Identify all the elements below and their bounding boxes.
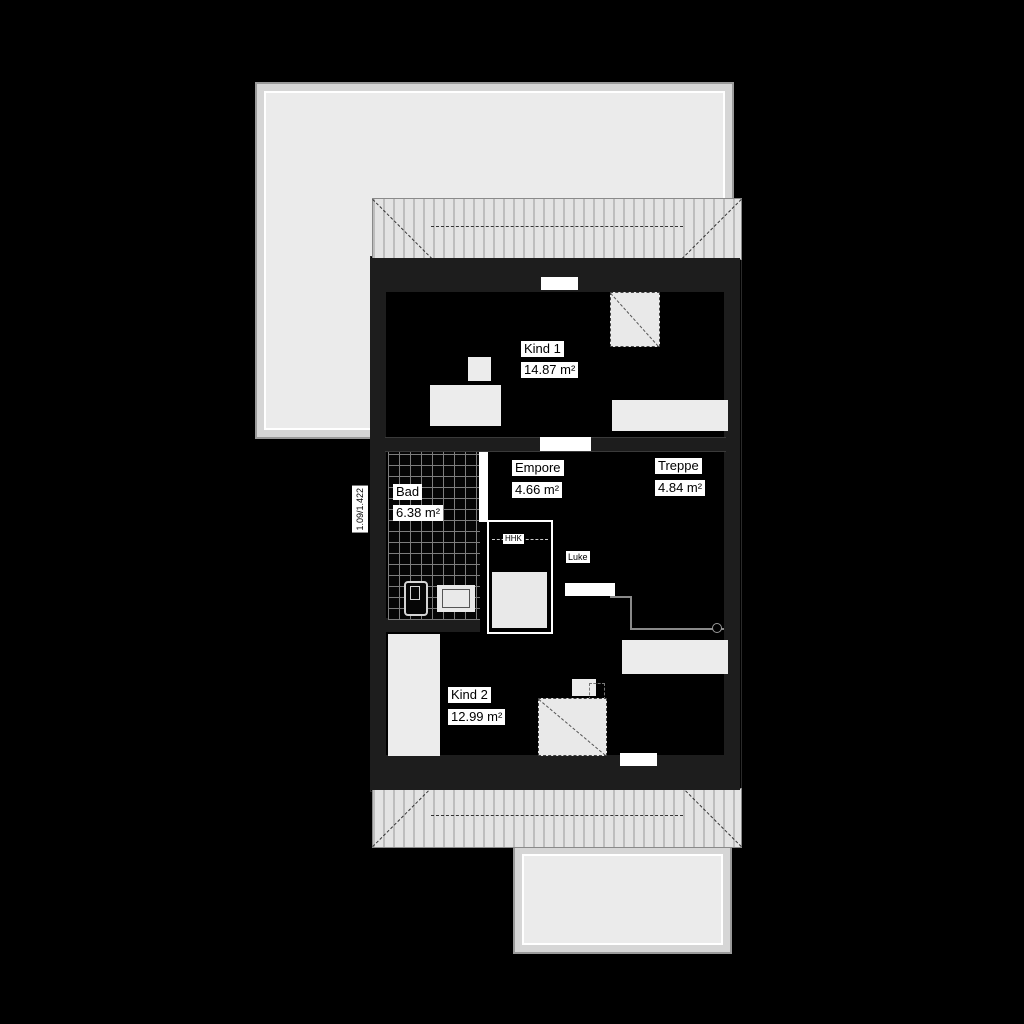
- wardrobe-kind1: [612, 400, 728, 431]
- ridge-dash-line-bottom: [431, 815, 683, 817]
- wall-bottom: [370, 755, 740, 790]
- hip-line-bottom-left: [372, 786, 433, 847]
- hip-line-top-left: [372, 199, 433, 260]
- stair-core: HHK: [487, 520, 553, 634]
- wall-bad-bottom: [385, 618, 480, 632]
- bed-kind1-diagonal: [611, 293, 659, 346]
- sink-icon: [437, 585, 475, 612]
- room-label-empore: Empore: [512, 460, 564, 476]
- toilet-icon: [404, 581, 428, 616]
- room-area-empore: 4.66 m²: [512, 482, 563, 498]
- room-area-kind2: 12.99 m²: [448, 709, 506, 725]
- room-area-kind1: 14.87 m²: [521, 362, 579, 378]
- eaves-band-bottom: [372, 786, 742, 848]
- desk-kind1: [430, 385, 501, 426]
- wall-edge-mid-bottom: [385, 451, 726, 452]
- shelf-kind2: [622, 640, 728, 674]
- toilet-tank-icon: [410, 586, 420, 600]
- room-label-bad: Bad: [393, 484, 423, 500]
- bed-kind1: [610, 292, 660, 347]
- door-opening-mid: [540, 437, 591, 451]
- roof-slab-bottom: [513, 845, 732, 954]
- room-area-treppe: 4.84 m²: [655, 480, 706, 496]
- bed-kind2: [538, 698, 607, 756]
- room-label-kind1: Kind 1: [521, 341, 564, 357]
- stair-line-vertical: [630, 596, 632, 630]
- stair-platform: [492, 572, 547, 628]
- wardrobe-kind2: [388, 634, 440, 756]
- door-opening-luke: [565, 583, 615, 596]
- door-opening-bottom: [620, 753, 657, 766]
- room-label-treppe: Treppe: [655, 458, 702, 474]
- luke-label: Luke: [566, 551, 590, 563]
- hip-line-top-right: [681, 199, 742, 260]
- room-area-bad: 6.38 m²: [393, 505, 444, 521]
- door-opening-top: [541, 277, 578, 290]
- stair-line-horizontal: [630, 628, 724, 630]
- sink-basin-icon: [442, 589, 470, 608]
- hip-line-bottom-right: [681, 786, 742, 847]
- hhk-label: HHK: [503, 534, 524, 544]
- room-label-kind2: Kind 2: [448, 687, 491, 703]
- door-hinge-icon: [712, 623, 722, 633]
- chair-kind1: [468, 357, 491, 381]
- eaves-band-top: [372, 198, 742, 260]
- ridge-dash-line-top: [431, 226, 683, 227]
- dimension-label: 1.09/1.422: [352, 486, 368, 533]
- bath-tile-floor: [388, 452, 480, 620]
- door-leaf-bad: [479, 452, 488, 522]
- wall-right: [724, 258, 740, 790]
- stair-line-tick: [610, 596, 632, 598]
- bed-kind2-diagonal: [539, 699, 606, 755]
- wall-left: [370, 258, 386, 790]
